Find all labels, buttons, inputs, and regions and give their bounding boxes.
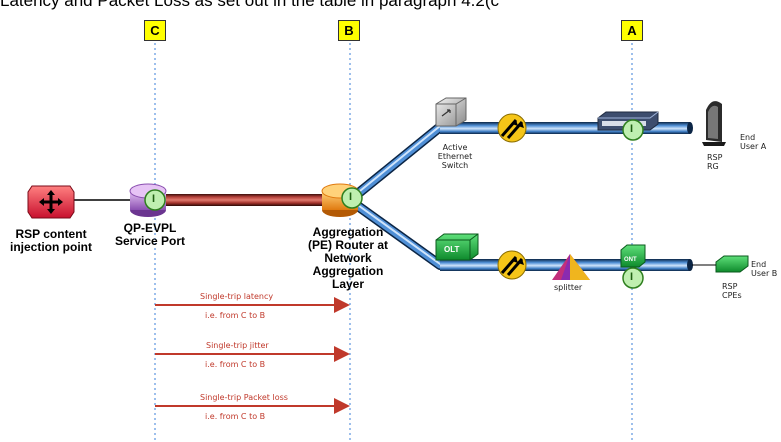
aggregation-label: Aggregation (PE) Router at Network Aggre…	[307, 225, 388, 291]
qp-evpl-label: QP-EVPL Service Port	[114, 221, 186, 248]
tube-end-upper	[687, 122, 693, 134]
branch-link-lower	[350, 199, 445, 270]
tube-end-lower	[687, 259, 693, 271]
rsp-rg-icon	[702, 101, 726, 146]
marker-a: A	[621, 20, 643, 41]
measurement-point-a-lower	[622, 267, 644, 289]
end-user-a-label: End User A	[740, 133, 767, 151]
rsp-cpes-label: RSP CPEs	[722, 282, 742, 300]
splitter-label: splitter	[554, 283, 583, 292]
optical-module-icon-lower	[497, 250, 527, 280]
marker-c: C	[144, 20, 166, 41]
end-user-b-label: End User B	[751, 260, 778, 278]
jitter-title: Single-trip jitter	[206, 341, 269, 350]
latency-title: Single-trip latency	[200, 292, 274, 301]
olt-icon	[435, 233, 479, 261]
jitter-range: i.e. from C to B	[205, 360, 266, 369]
measurement-point-b-label: I	[349, 191, 353, 203]
optical-module-icon-upper	[497, 113, 527, 143]
packet-loss-title: Single-trip Packet loss	[200, 393, 288, 402]
marker-b: B	[338, 20, 360, 41]
backhaul-link	[148, 194, 350, 206]
branch-link-upper	[350, 122, 445, 201]
ont-label: ONT	[624, 257, 637, 263]
measurement-point-b	[341, 187, 363, 209]
rsp-cpe-icon	[715, 255, 749, 273]
page-header: Latency and Packet Loss as set out in th…	[0, 0, 499, 10]
measurement-point-c-label: I	[152, 193, 156, 205]
active-switch-label: Active Ethernet Switch	[437, 143, 473, 170]
rsp-rg-label: RSP RG	[707, 153, 723, 171]
rsp-content-label: RSP content injection point	[10, 227, 92, 254]
packet-loss-range: i.e. from C to B	[205, 412, 266, 421]
measurement-point-a-upper-label: I	[630, 123, 634, 135]
ethernet-switch-icon	[435, 97, 467, 127]
ont-icon	[620, 244, 646, 268]
latency-range: i.e. from C to B	[205, 311, 266, 320]
splitter-icon	[552, 254, 590, 280]
measurement-point-a-upper	[622, 119, 644, 141]
rsp-router-icon	[27, 185, 75, 219]
measurement-point-a-lower-label: I	[630, 271, 634, 283]
olt-label: OLT	[444, 245, 460, 254]
measurement-point-c	[144, 189, 166, 211]
